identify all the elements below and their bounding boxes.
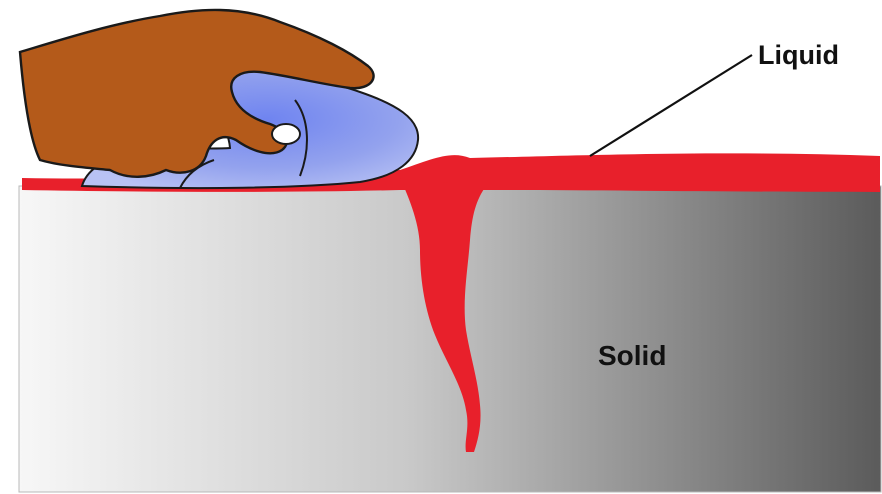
liquid-label: Liquid (758, 40, 839, 71)
liquid-leader-line (590, 55, 752, 156)
solid-label: Solid (598, 340, 666, 372)
